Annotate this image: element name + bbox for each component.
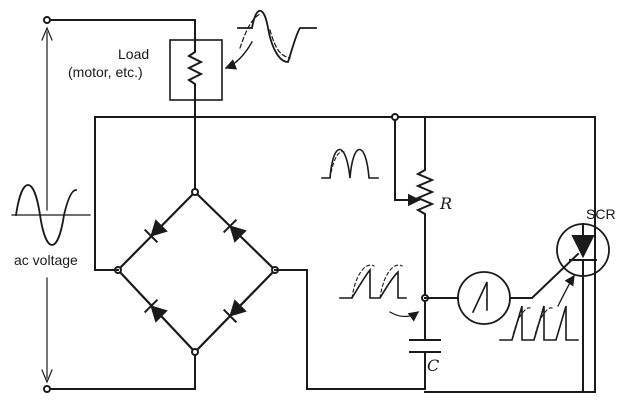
diode-upper-right [222, 218, 247, 243]
diode-lower-right [222, 299, 247, 324]
trigger-device [457, 271, 511, 325]
diode-lower-left [143, 298, 168, 323]
top-rail-node [391, 113, 399, 121]
scr [556, 223, 610, 277]
rectified-waveform-icon [321, 148, 379, 179]
capacitor [409, 339, 441, 353]
supply-wire-top [49, 19, 196, 41]
load-label-line1: Load [118, 46, 150, 62]
ramp-icon [471, 281, 488, 314]
variable-resistor [407, 159, 435, 236]
load-waveform-arrow [224, 41, 253, 70]
load-label-line2: (motor, etc.) [68, 64, 143, 80]
diode-upper-left [143, 219, 168, 244]
rail-top [94, 116, 596, 393]
ac-voltage-label: ac voltage [12, 252, 80, 268]
capacitor-waveform-icon [339, 264, 407, 299]
load-box [169, 39, 223, 101]
ac-voltage-arrow [41, 26, 53, 384]
gate-pulse-arrow [557, 274, 575, 307]
trigger-feed-wire [394, 116, 414, 201]
resistor-label: R [440, 194, 453, 213]
bridge-node-top [191, 188, 199, 196]
ac-sine-wave-icon [11, 184, 91, 246]
load-resistor-symbol [186, 39, 204, 101]
gate-pulse-waveform-icon [499, 305, 579, 341]
rail-right-bridge [274, 269, 426, 390]
capacitor-label: C [427, 356, 440, 375]
scr-label: SCR [586, 206, 616, 222]
bridge-rectifier [116, 190, 277, 354]
gate-wire [509, 252, 580, 299]
bridge-node-bottom [191, 348, 199, 356]
capacitor-waveform-arrow [389, 311, 420, 322]
load-waveform-icon [237, 9, 317, 63]
supply-wire-bottom [49, 354, 196, 390]
